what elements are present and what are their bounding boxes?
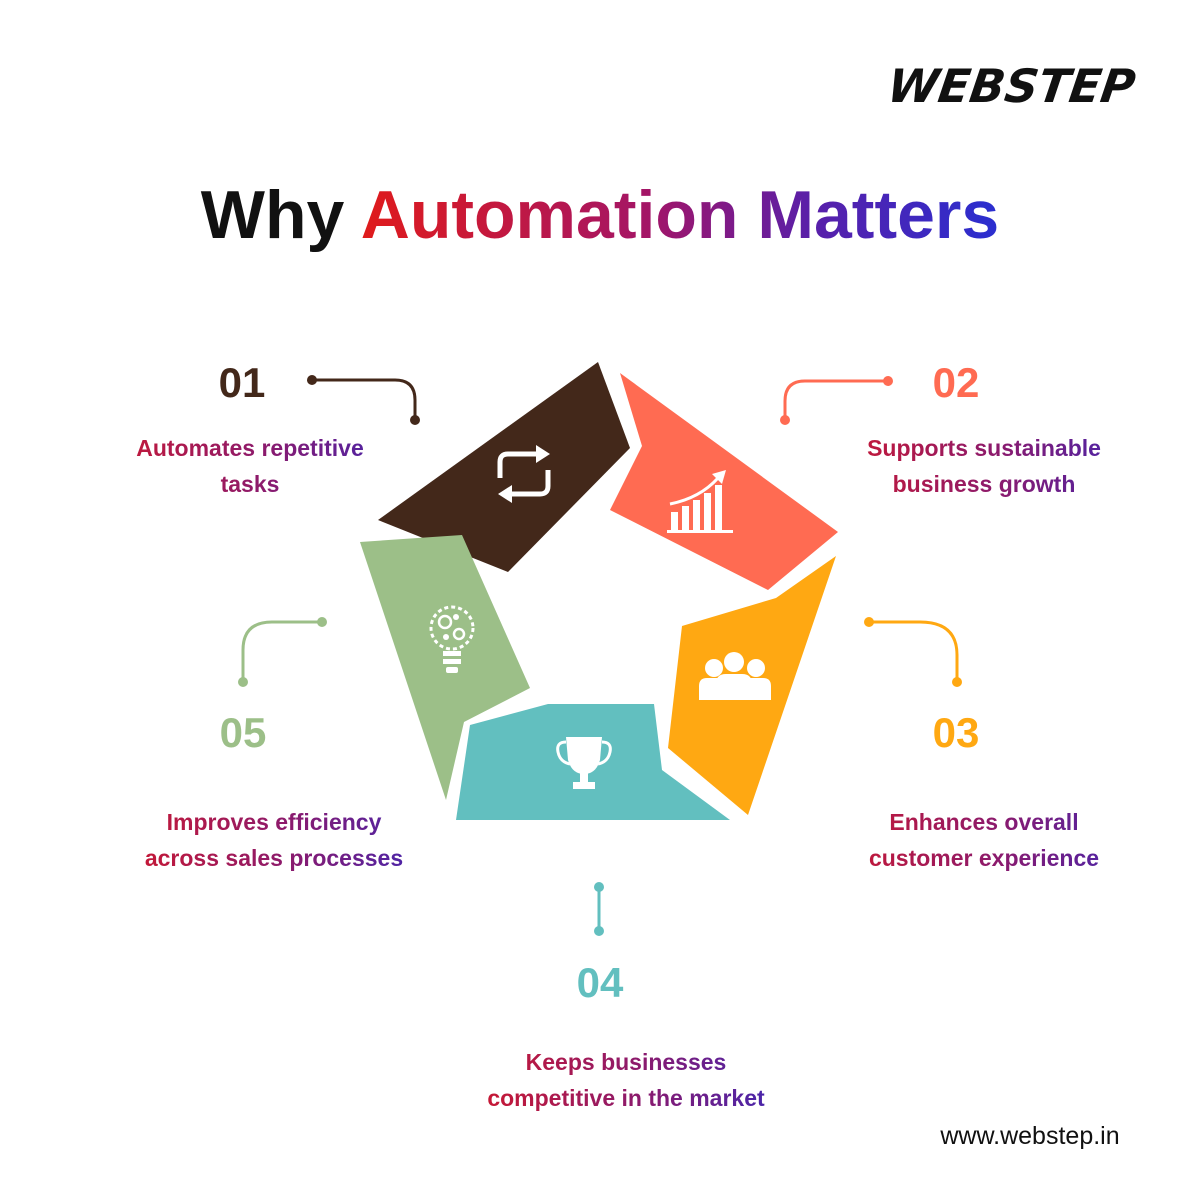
growth-chart-icon [667, 470, 733, 533]
trophy-icon [556, 737, 612, 789]
title-part-1: Why [200, 177, 345, 253]
segment-01 [378, 362, 630, 572]
item-number-03: 03 [932, 709, 980, 756]
page-title: Why Automation Matters [0, 175, 1200, 255]
connector-03 [867, 620, 959, 684]
customer-group-icon [699, 652, 771, 700]
item-number-05: 05 [219, 709, 267, 756]
connector-05 [241, 620, 324, 684]
connector-02 [783, 379, 890, 422]
gear-lightbulb-icon [429, 605, 475, 673]
refresh-arrows-icon [497, 445, 551, 503]
connector-01 [310, 378, 417, 422]
website-url: www.webstep.in [940, 1122, 1120, 1150]
item-number-02: 02 [932, 359, 980, 406]
segment-05 [360, 535, 530, 800]
item-number-04: 04 [576, 959, 624, 1006]
segment-02 [610, 373, 838, 590]
title-part-2: Automation Matters [360, 177, 1000, 253]
item-number-01: 01 [218, 359, 266, 406]
